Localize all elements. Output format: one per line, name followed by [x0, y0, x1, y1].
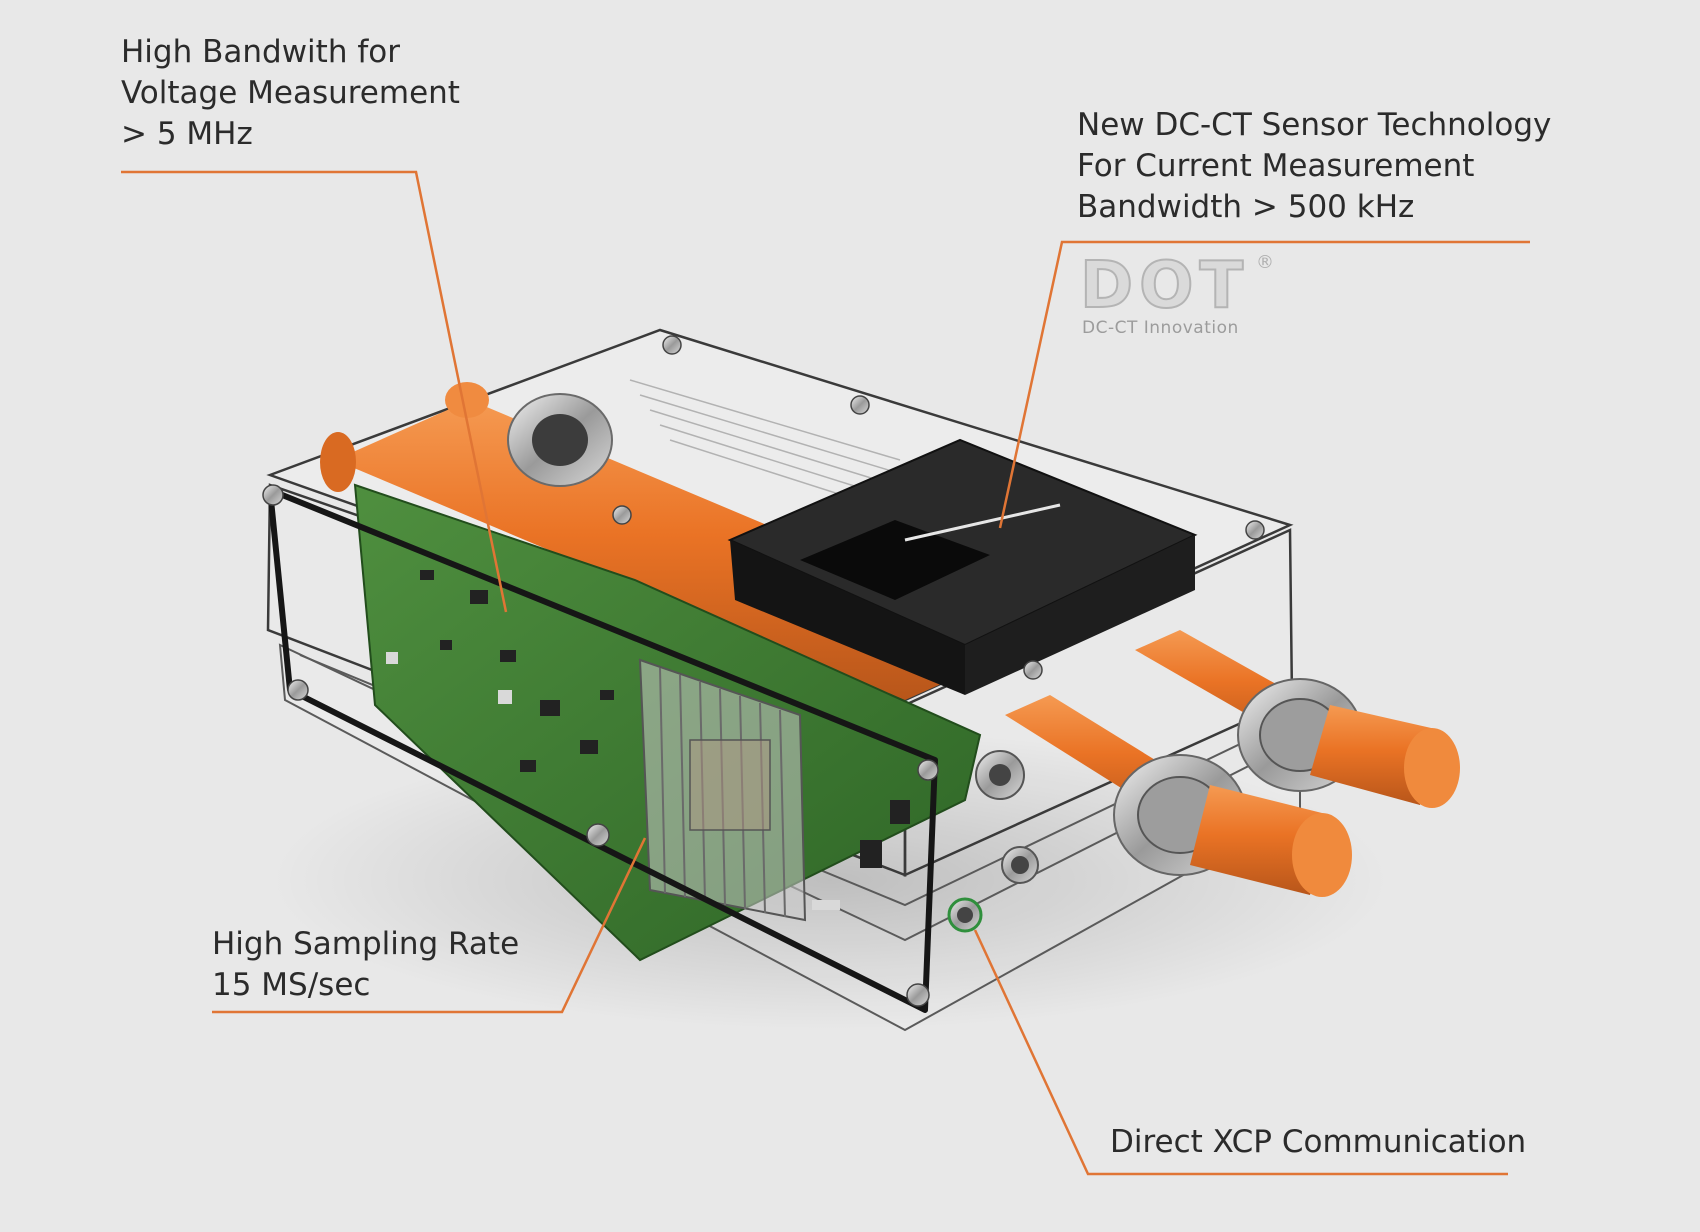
callout-line: For Current Measurement [1077, 148, 1475, 184]
leader-sampling [212, 837, 647, 1014]
leader-xcp [973, 929, 1508, 1176]
front-frame [267, 487, 938, 1013]
pcb-components [420, 570, 910, 868]
callout-line: New DC-CT Sensor Technology [1077, 107, 1552, 143]
heatsink [638, 658, 807, 922]
callout-sampling-rate: High Sampling Rate 15 MS/sec [212, 924, 519, 1006]
screws [262, 335, 1265, 1007]
callout-line: Voltage Measurement [121, 75, 460, 111]
leader-sensor [998, 240, 1530, 529]
callout-line: Bandwidth > 500 kHz [1077, 189, 1415, 225]
callout-line: High Bandwith for [121, 34, 400, 70]
rear-gland [507, 393, 613, 487]
callout-xcp-communication: Direct XCP Communication [1110, 1122, 1526, 1163]
logo-subtitle: DC-CT Innovation [1082, 318, 1239, 338]
leader-lines [121, 170, 1530, 1176]
callout-line: Direct XCP Communication [1110, 1124, 1527, 1160]
cable-front-lower [1005, 695, 1352, 897]
dcct-sensor-block [727, 438, 1198, 695]
dot-logo: DOT ® DC-CT Innovation [1079, 249, 1280, 338]
callout-voltage-bandwidth: High Bandwith for Voltage Measurement > … [121, 32, 460, 155]
logo-wordmark: DOT [1079, 249, 1250, 323]
leader-voltage [121, 170, 508, 613]
round-connectors [947, 750, 1039, 933]
callout-dcct-sensor: New DC-CT Sensor Technology For Current … [1077, 105, 1551, 228]
callout-line: 15 MS/sec [212, 967, 371, 1003]
callout-line: > 5 MHz [121, 116, 253, 152]
cable-front-upper [1135, 630, 1460, 808]
registered-mark: ® [1256, 252, 1274, 273]
callout-line: High Sampling Rate [212, 926, 520, 962]
